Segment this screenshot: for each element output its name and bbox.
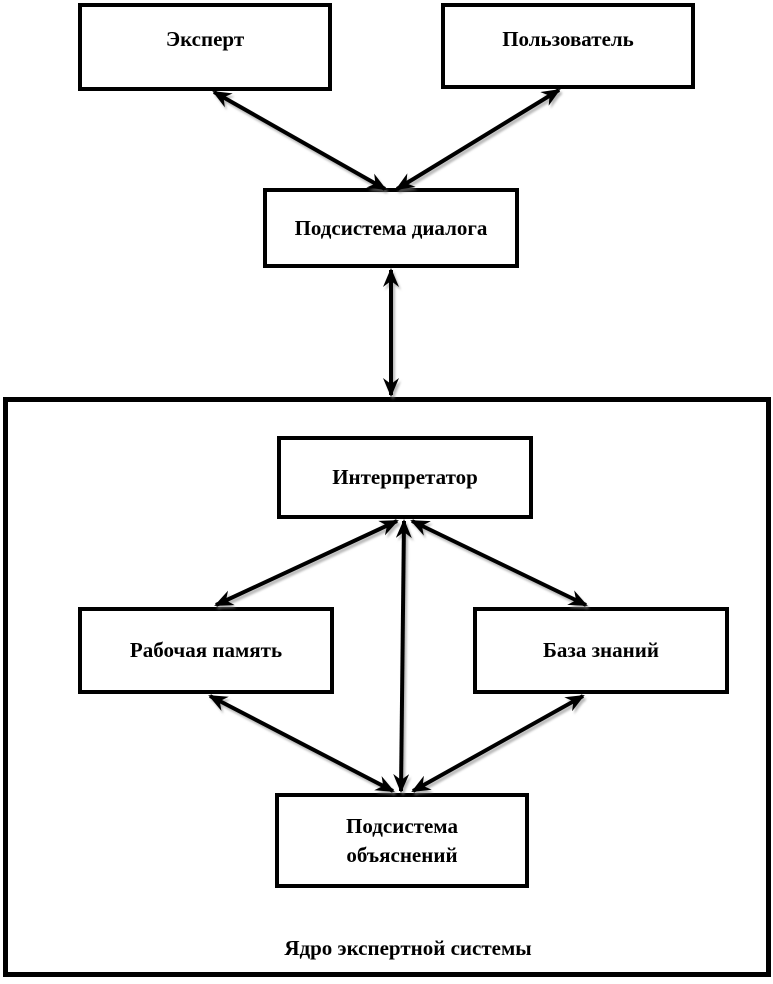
node-working-memory-label: Рабочая память [129,638,283,663]
core-caption: Ядро экспертной системы [284,936,532,960]
node-dialog-subsystem: Подсистема диалога [263,188,519,268]
node-user-label: Пользователь [502,26,634,51]
node-expert: Эксперт [78,3,332,91]
node-knowledge-base: База знаний [473,607,729,694]
edge-user-dialog [395,88,561,191]
node-explanation-subsystem-label: Подсистема объяснений [346,814,458,867]
node-knowledge-base-label: База знаний [543,638,659,663]
node-user: Пользователь [441,3,695,89]
node-dialog-subsystem-label: Подсистема диалога [294,215,488,240]
node-interpreter: Интерпретатор [277,436,533,519]
node-interpreter-label: Интерпретатор [332,465,478,490]
node-explanation-subsystem: Подсистема объяснений [275,793,529,888]
node-expert-label: Эксперт [165,26,245,51]
edge-expert-dialog [212,90,387,191]
node-working-memory: Рабочая память [78,607,334,694]
